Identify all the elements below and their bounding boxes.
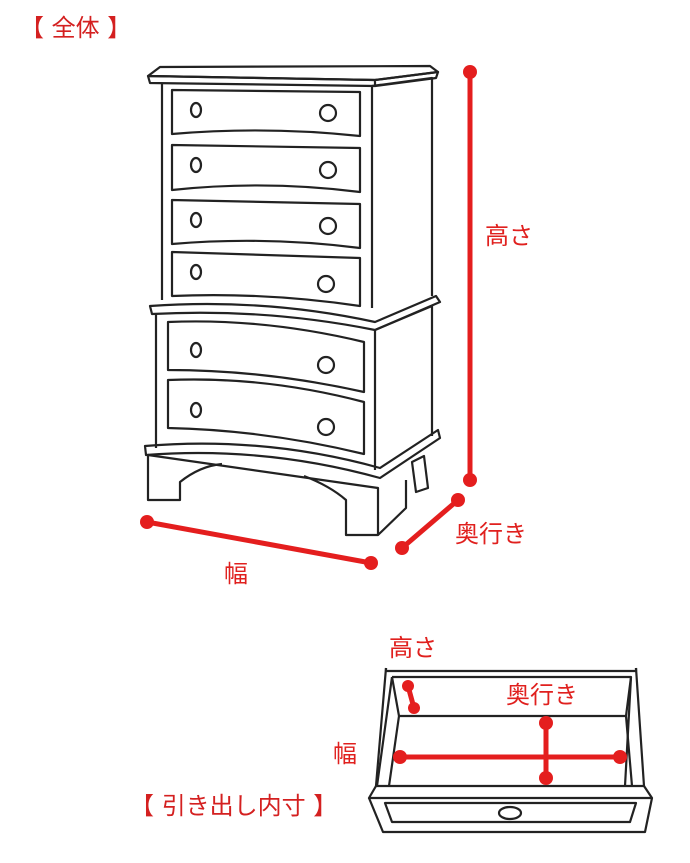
drawer-width-label: 幅 [333,740,357,768]
overall-depth-label: 奥行き [455,520,527,548]
overall-width-label: 幅 [224,560,248,588]
drawer-height-line [402,680,420,714]
drawer-illustration [367,667,654,834]
drawer-depth-label: 奥行き [506,681,578,709]
drawer-title: 【 引き出し内寸 】 [130,792,338,820]
overall-title: 【 全体 】 [20,14,132,42]
chest-illustration [143,64,442,537]
depth-dimension-line [395,493,465,555]
drawer-height-label: 高さ [389,634,437,662]
height-dimension-line [463,65,477,487]
width-dimension-line [140,515,378,570]
drawer-depth-line [539,716,553,785]
drawer-width-line [393,750,627,764]
overall-height-label: 高さ [485,222,533,250]
drawer-knob [497,805,523,821]
drawer-knobs [189,101,338,437]
